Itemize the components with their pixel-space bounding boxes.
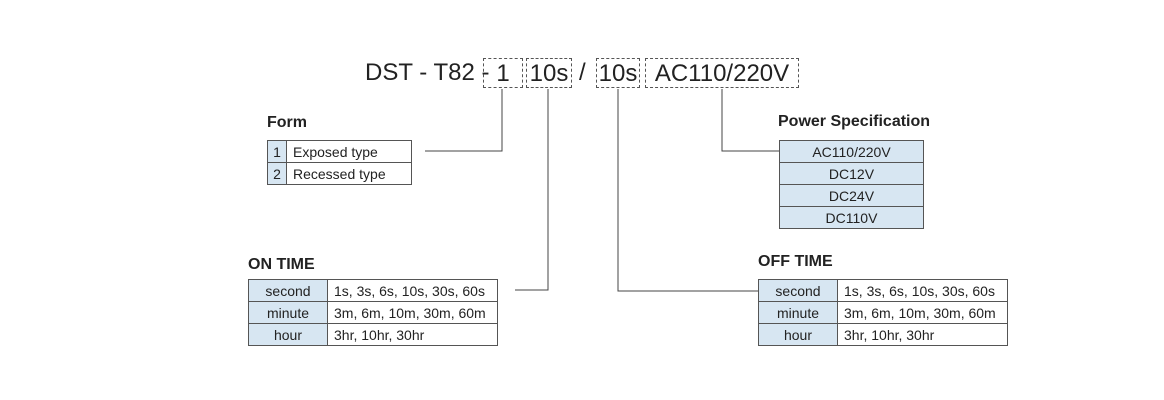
time-values: 3m, 6m, 10m, 30m, 60m [837,301,1008,324]
power-option: DC12V [779,162,924,185]
off-time-connector [617,89,759,292]
on-time-connector [515,89,549,291]
time-values: 3hr, 10hr, 30hr [837,323,1008,346]
table-row: minute 3m, 6m, 10m, 30m, 60m [248,301,498,324]
table-row: AC110/220V [779,140,924,163]
form-title: Form [267,114,307,131]
power-title: Power Specification [778,113,931,130]
power-option: AC110/220V [779,140,924,163]
power-table: AC110/220V DC12V DC24V DC110V [779,140,924,229]
table-row: 2 Recessed type [267,162,412,185]
time-unit: hour [758,323,838,346]
form-code: 1 [267,140,287,163]
time-unit: minute [758,301,838,324]
form-code: 2 [267,162,287,185]
table-row: 1 Exposed type [267,140,412,163]
form-connector [425,89,503,152]
form-label: Exposed type [286,140,412,163]
time-unit: minute [248,301,328,324]
table-row: second 1s, 3s, 6s, 10s, 30s, 60s [248,279,498,302]
off-time-title: OFF TIME [758,253,833,270]
power-option: DC24V [779,184,924,207]
model-prefix: DST - T82 - [365,59,490,86]
on-time-code-box: 10s [526,58,572,88]
time-unit: second [248,279,328,302]
power-connector [721,89,779,152]
time-unit: second [758,279,838,302]
form-label: Recessed type [286,162,412,185]
table-row: DC12V [779,162,924,185]
on-time-title: ON TIME [248,256,315,273]
off-time-table: second 1s, 3s, 6s, 10s, 30s, 60s minute … [758,279,1008,346]
time-values: 1s, 3s, 6s, 10s, 30s, 60s [327,279,498,302]
time-values: 1s, 3s, 6s, 10s, 30s, 60s [837,279,1008,302]
form-code-box: 1 [483,58,523,88]
form-table: 1 Exposed type 2 Recessed type [267,140,412,185]
on-time-table: second 1s, 3s, 6s, 10s, 30s, 60s minute … [248,279,498,346]
table-row: second 1s, 3s, 6s, 10s, 30s, 60s [758,279,1008,302]
power-option: DC110V [779,206,924,229]
power-code-box: AC110/220V [645,58,799,88]
time-values: 3m, 6m, 10m, 30m, 60m [327,301,498,324]
time-values: 3hr, 10hr, 30hr [327,323,498,346]
table-row: DC110V [779,206,924,229]
off-time-code-box: 10s [596,58,640,88]
separator: / [579,59,586,86]
table-row: DC24V [779,184,924,207]
table-row: minute 3m, 6m, 10m, 30m, 60m [758,301,1008,324]
table-row: hour 3hr, 10hr, 30hr [758,323,1008,346]
table-row: hour 3hr, 10hr, 30hr [248,323,498,346]
time-unit: hour [248,323,328,346]
